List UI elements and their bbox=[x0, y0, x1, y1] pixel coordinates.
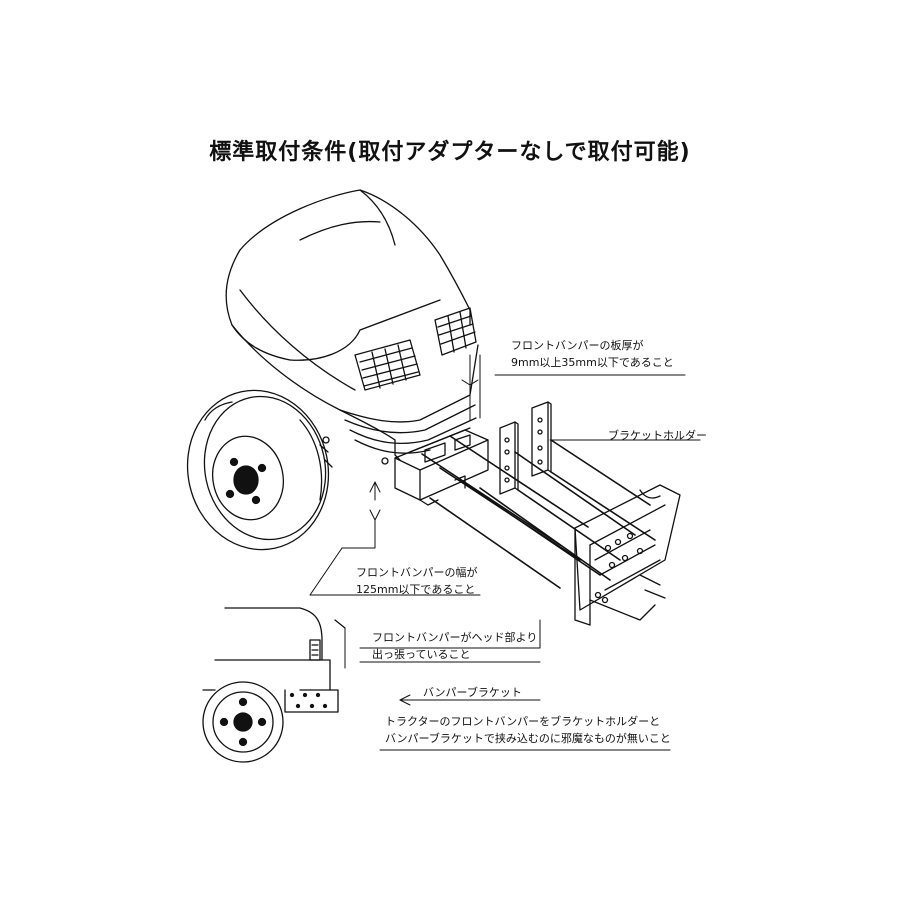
annotation-bumper-width: フロントバンパーの幅が 125mm以下であること bbox=[356, 566, 478, 596]
annotation-bumper-bracket: バンパーブラケット bbox=[423, 686, 522, 699]
leader-lines bbox=[309, 354, 701, 751]
annotation-bumper-protrude: フロントバンパーがヘッド部より 出っ張っていること bbox=[372, 631, 538, 661]
annotation-clamp-clearance: トラクターのフロントバンパーをブラケットホルダーと バンパーブラケットで挟み込む… bbox=[385, 715, 671, 745]
front-wheel bbox=[186, 389, 389, 551]
tractor-hood bbox=[225, 189, 471, 441]
page-title: 標準取付条件(取付アダプターなしで取付可能) bbox=[209, 140, 691, 165]
bracket-holder-plates bbox=[499, 401, 552, 495]
side-view-diagram bbox=[202, 607, 346, 763]
front-bumper bbox=[394, 427, 489, 506]
annotation-bumper-thickness: フロントバンパーの板厚が 9mm以上35mm以下であること bbox=[511, 339, 674, 369]
annotation-bracket-holder: ブラケットホルダー bbox=[608, 429, 707, 442]
headlights bbox=[354, 307, 477, 391]
grille bbox=[339, 344, 479, 461]
bracket-holder-frame bbox=[574, 484, 681, 626]
